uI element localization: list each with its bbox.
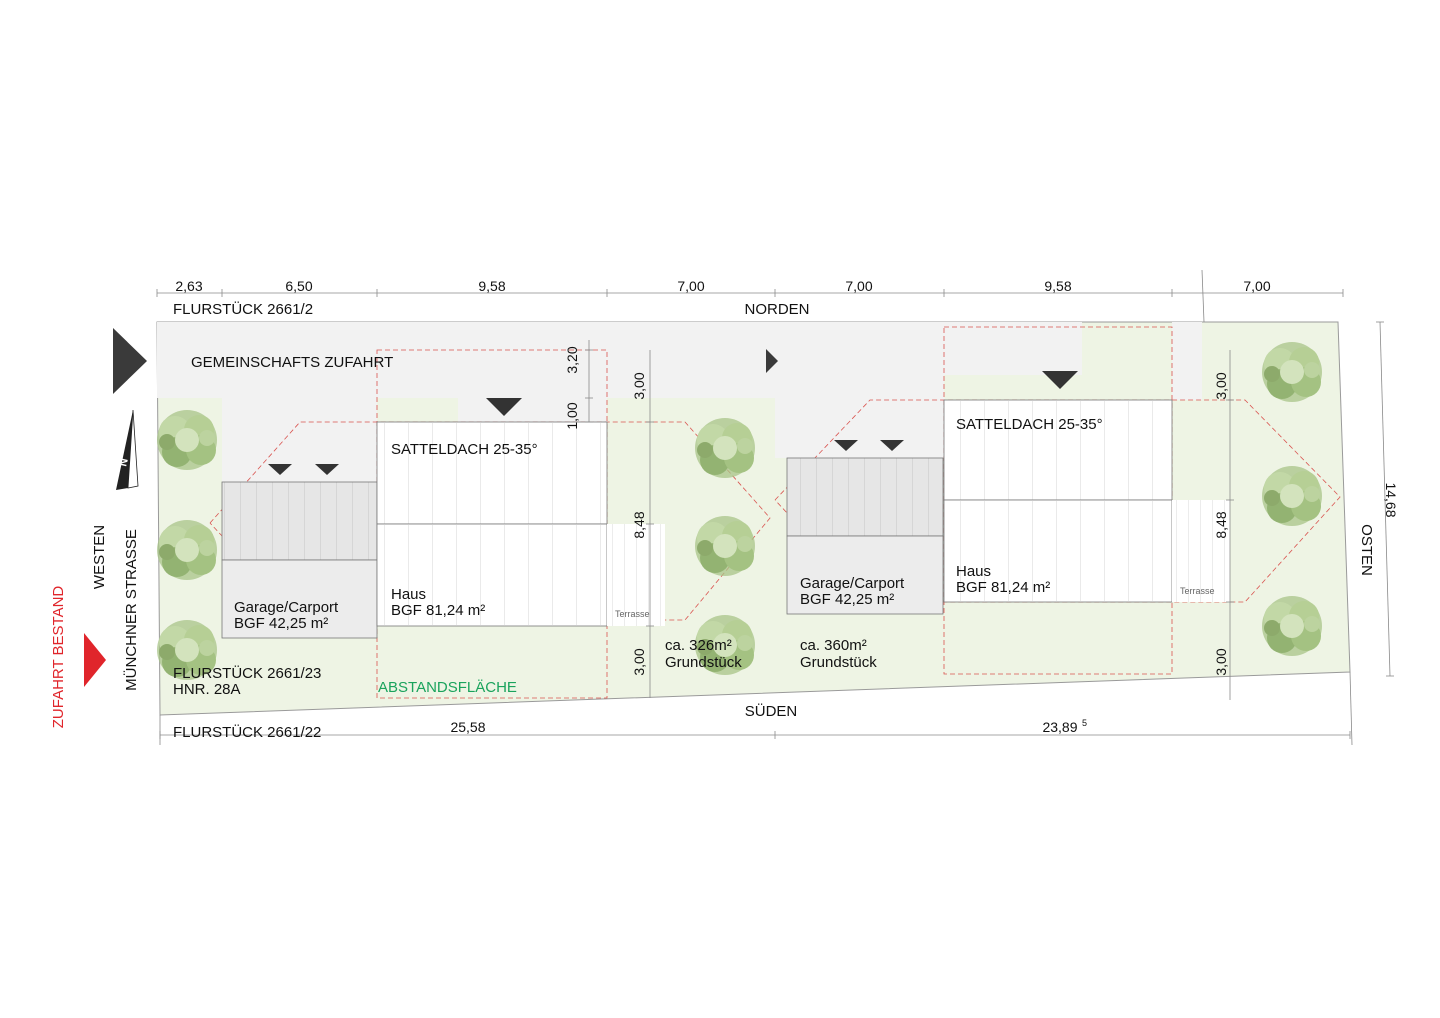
parcel-west-label-2: HNR. 28A xyxy=(173,681,241,698)
dim-bottom-0: 25,58 xyxy=(450,719,485,735)
dim-left-300a: 3,00 xyxy=(631,372,647,399)
left-garage-label-1: Garage/Carport xyxy=(234,599,339,616)
left-lot-area-2: Grundstück xyxy=(665,654,742,671)
tree-icon xyxy=(157,410,217,470)
top-dimension-line xyxy=(156,269,1344,323)
access-direction-arrow-icon xyxy=(766,349,778,373)
entrance-marker-icon xyxy=(1042,371,1078,389)
right-lot-area-2: Grundstück xyxy=(800,654,877,671)
dim-top-2: 9,58 xyxy=(478,278,505,294)
west-label: WESTEN xyxy=(91,525,108,589)
dim-left-100: 1,00 xyxy=(564,402,580,429)
tree-icon xyxy=(1262,466,1322,526)
right-garage xyxy=(786,535,944,615)
dim-right-300b: 3,00 xyxy=(1213,648,1229,675)
bottom-dimension-line xyxy=(159,671,1353,746)
dim-east: 14,68 xyxy=(1383,482,1399,517)
shared-driveway xyxy=(157,322,1202,422)
left-roof-label: SATTELDACH 25-35° xyxy=(391,441,538,458)
dim-right-848: 8,48 xyxy=(1213,511,1229,538)
left-house-label-2: BGF 81,24 m² xyxy=(391,602,485,619)
dim-top-1: 6,50 xyxy=(285,278,312,294)
tree-icon xyxy=(695,516,755,576)
compass-north-arrow-icon: N xyxy=(116,409,139,490)
left-lot-area-1: ca. 326m² xyxy=(665,637,732,654)
left-house-label-1: Haus xyxy=(391,586,426,603)
east-label: OSTEN xyxy=(1358,524,1375,576)
shared-access-label: GEMEINSCHAFTS ZUFAHRT xyxy=(191,354,393,371)
setback-line-right xyxy=(774,399,1341,603)
tree-icon xyxy=(1262,596,1322,656)
shared-access-arrow-icon xyxy=(113,328,147,394)
dim-top-3: 7,00 xyxy=(677,278,704,294)
dim-bottom-1-sup: 5 xyxy=(1082,718,1087,728)
dim-bottom-1: 23,89 xyxy=(1042,719,1077,735)
right-garage-label-2: BGF 42,25 m² xyxy=(800,591,894,608)
tree-icon xyxy=(695,418,755,478)
compass-letter: N xyxy=(117,457,131,468)
right-house-label-1: Haus xyxy=(956,563,991,580)
entrance-marker-icon xyxy=(880,440,904,451)
parcel-south-label: FLURSTÜCK 2661/22 xyxy=(173,723,321,741)
tree-icon xyxy=(1262,342,1322,402)
tree-icon xyxy=(157,520,217,580)
vertical-dimension-lines xyxy=(585,340,1234,700)
access-existing-label: ZUFAHRT BESTAND xyxy=(50,586,67,729)
south-label: SÜDEN xyxy=(745,702,798,720)
right-garage-roof xyxy=(786,457,944,537)
right-lot-area-1: ca. 360m² xyxy=(800,637,867,654)
left-garage-label-2: BGF 42,25 m² xyxy=(234,615,328,632)
left-garage-roof xyxy=(221,481,378,561)
entrance-marker-icon xyxy=(315,464,339,475)
entrance-marker-icon xyxy=(834,440,858,451)
right-house-label-2: BGF 81,24 m² xyxy=(956,579,1050,596)
entrance-marker-icon xyxy=(268,464,292,475)
dim-top-0: 2,63 xyxy=(175,278,202,294)
dim-top-6: 7,00 xyxy=(1243,278,1270,294)
north-label: NORDEN xyxy=(744,301,809,318)
driveway-left-house xyxy=(222,398,377,482)
right-terrace-label: Terrasse xyxy=(1180,586,1215,596)
dim-left-320: 3,20 xyxy=(564,346,580,373)
left-terrace-label: Terrasse xyxy=(615,609,650,619)
setback-area-label: ABSTANDSFLÄCHE xyxy=(378,679,517,696)
dim-top-5: 9,58 xyxy=(1044,278,1071,294)
driveway-right-garage xyxy=(775,398,945,458)
access-arrow-icon xyxy=(84,633,106,687)
street-label: MÜNCHNER STRASSE xyxy=(122,529,140,691)
entrance-marker-icon xyxy=(486,398,522,416)
right-garage-label-1: Garage/Carport xyxy=(800,575,905,592)
parcel-west-label-1: FLURSTÜCK 2661/23 xyxy=(173,664,321,682)
setback-line-left xyxy=(209,421,771,621)
east-dimension-line xyxy=(1376,321,1394,677)
dim-top-4: 7,00 xyxy=(845,278,872,294)
dim-left-300b: 3,00 xyxy=(631,648,647,675)
dim-left-848: 8,48 xyxy=(631,511,647,538)
dim-right-300a: 3,00 xyxy=(1213,372,1229,399)
parcel-north-label: FLURSTÜCK 2661/2 xyxy=(173,300,313,318)
right-roof-label: SATTELDACH 25-35° xyxy=(956,416,1103,433)
